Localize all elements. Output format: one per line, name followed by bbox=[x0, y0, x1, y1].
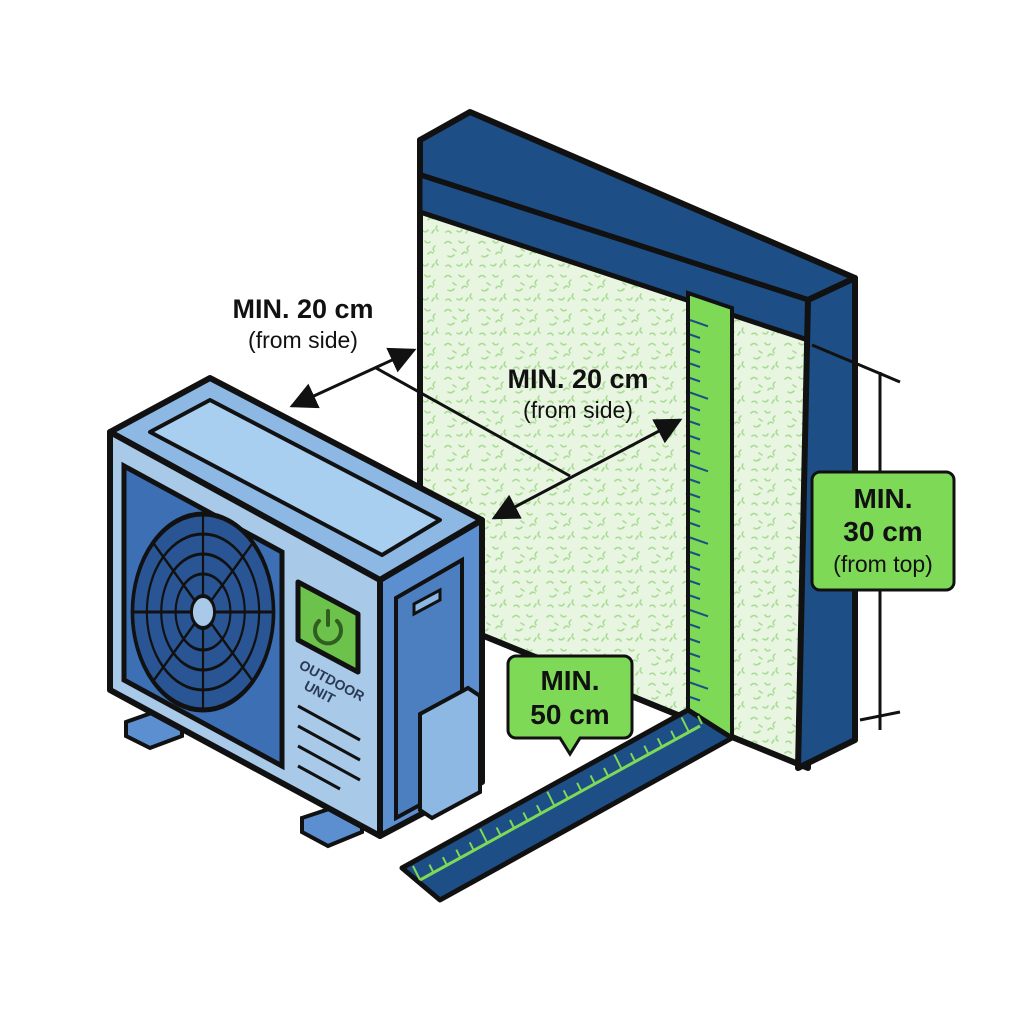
ruler-tick bbox=[589, 774, 596, 784]
ruler-tick bbox=[689, 551, 701, 557]
top-line3: (from top) bbox=[833, 551, 933, 577]
front-line2: 50 cm bbox=[530, 699, 609, 730]
ruler-tick bbox=[689, 478, 701, 484]
ruler-tick bbox=[697, 715, 703, 725]
ruler-tick bbox=[689, 522, 701, 528]
top-line2: 30 cm bbox=[843, 516, 922, 547]
ruler-tick bbox=[468, 841, 475, 851]
label-front-clearance: MIN. 50 cm bbox=[506, 654, 634, 757]
side-right-sub: (from side) bbox=[523, 397, 633, 423]
side-right-main: MIN. 20 cm bbox=[507, 364, 648, 394]
ruler-tick bbox=[613, 754, 623, 770]
wall-vertical-ruler bbox=[686, 290, 734, 741]
vertical-ruler-ticks bbox=[689, 319, 709, 716]
ruler-tick bbox=[656, 737, 663, 747]
ruler-tick bbox=[689, 406, 701, 412]
ruler-tick bbox=[689, 449, 701, 455]
ruler-tick bbox=[689, 333, 701, 339]
ruler-tick bbox=[689, 667, 701, 673]
power-button bbox=[295, 579, 361, 675]
ruler-tick bbox=[522, 812, 529, 822]
ruler-tick bbox=[689, 609, 709, 618]
side-arrow-right bbox=[491, 418, 683, 520]
ruler-tick bbox=[680, 716, 690, 732]
label-side-left: MIN. 20 cm (from side) bbox=[232, 294, 373, 353]
ruler-tick bbox=[455, 849, 462, 859]
unit-top-panel bbox=[148, 398, 442, 557]
front-line1: MIN. bbox=[540, 665, 599, 696]
outdoor-unit: OUTDOOR UNIT bbox=[107, 375, 485, 849]
ruler-tick bbox=[670, 730, 677, 740]
ruler-tick bbox=[689, 362, 701, 368]
ruler-tick bbox=[509, 819, 515, 829]
ruler-tick bbox=[689, 696, 701, 702]
ruler-tick bbox=[689, 565, 701, 571]
top-line1: MIN. bbox=[853, 483, 912, 514]
ruler-tick bbox=[603, 767, 609, 777]
ruler-tick bbox=[689, 507, 701, 513]
ruler-tick bbox=[689, 594, 701, 600]
ruler-tick bbox=[689, 638, 701, 644]
ruler-tick bbox=[643, 745, 650, 755]
floor-ruler-ticks bbox=[412, 715, 703, 881]
ruler-tick bbox=[689, 319, 709, 328]
ruler-tick bbox=[428, 864, 435, 874]
ruler-tick bbox=[689, 681, 709, 690]
ruler-tick bbox=[689, 652, 701, 658]
ruler-tick bbox=[495, 826, 502, 836]
ruler-tick bbox=[689, 391, 709, 400]
label-top-clearance: MIN. 30 cm (from top) bbox=[810, 470, 956, 592]
ruler-tick bbox=[689, 464, 709, 473]
ruler-tick bbox=[412, 865, 421, 881]
ruler-tick bbox=[689, 580, 701, 586]
ruler-tick bbox=[689, 420, 701, 426]
power-icon bbox=[313, 609, 343, 646]
floor-ruler-body bbox=[399, 707, 735, 903]
ruler-tick bbox=[535, 804, 542, 814]
ruler-tick bbox=[546, 791, 556, 807]
ruler-tick bbox=[689, 377, 701, 383]
floor-ruler bbox=[399, 707, 735, 903]
ruler-tick bbox=[576, 782, 583, 792]
ruler-tick bbox=[629, 752, 636, 762]
ruler-tick bbox=[689, 493, 701, 499]
side-left-main: MIN. 20 cm bbox=[232, 294, 373, 324]
ruler-tick bbox=[441, 856, 448, 866]
label-side-right: MIN. 20 cm (from side) bbox=[507, 364, 648, 423]
side-arrows bbox=[289, 347, 683, 520]
ruler-tick bbox=[479, 828, 489, 844]
ruler-tick bbox=[689, 536, 709, 545]
ruler-tick bbox=[689, 435, 701, 441]
unit-side-slot bbox=[412, 587, 442, 617]
ruler-tick bbox=[562, 789, 569, 799]
side-arrow-left bbox=[289, 347, 417, 409]
side-left-sub: (from side) bbox=[248, 327, 358, 353]
unit-service-cover bbox=[418, 685, 482, 821]
side-leader-line bbox=[375, 366, 571, 478]
ruler-tick bbox=[689, 623, 701, 629]
wall bbox=[417, 109, 858, 771]
fan-grille bbox=[130, 511, 276, 713]
unit-vent-lines bbox=[297, 704, 361, 791]
ruler-tick bbox=[689, 348, 701, 354]
